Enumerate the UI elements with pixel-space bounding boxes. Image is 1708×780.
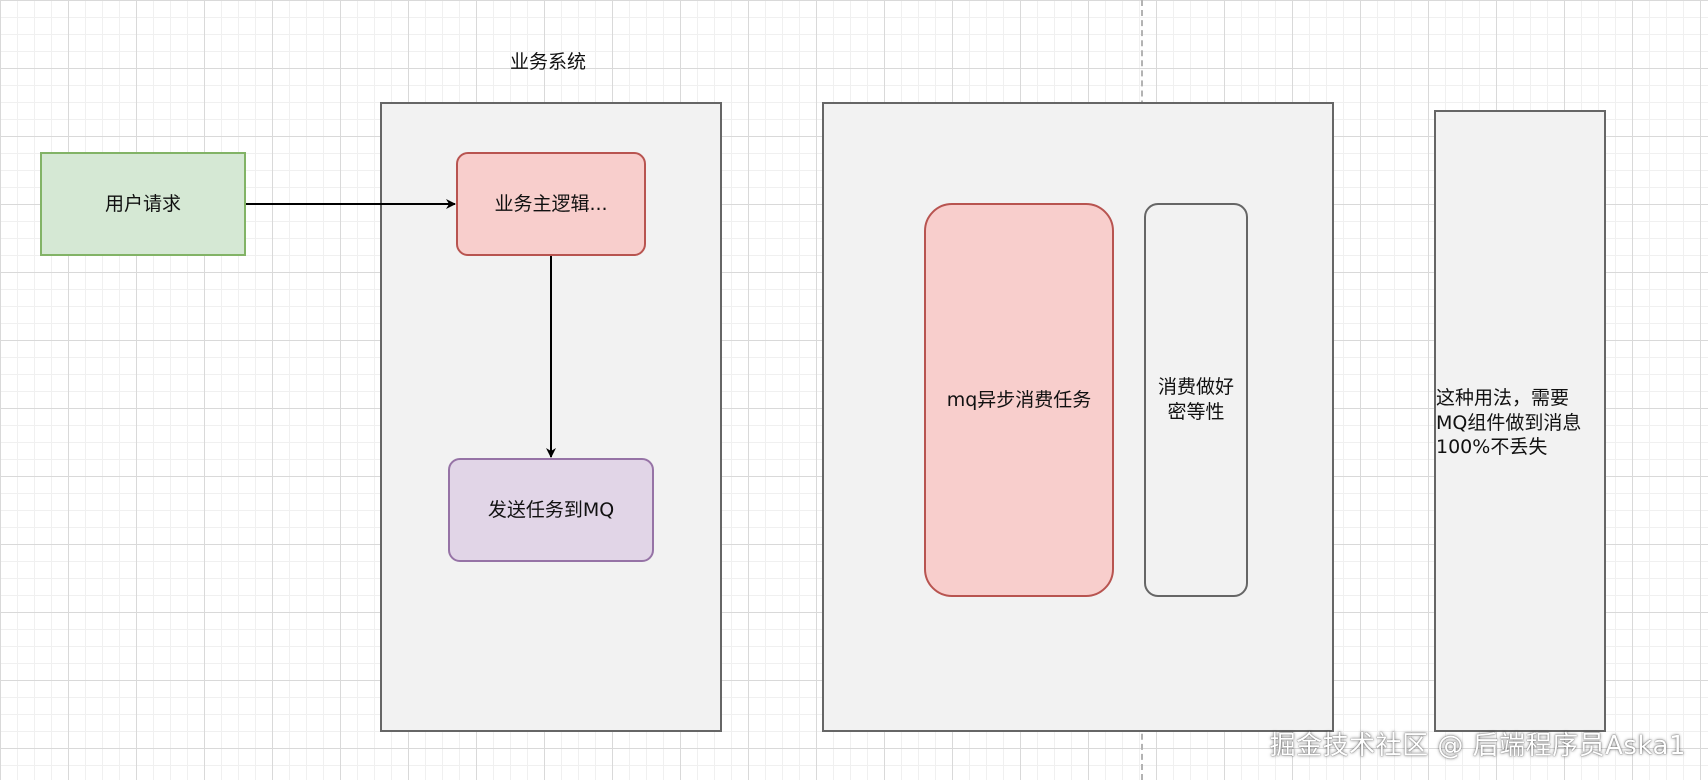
note-line-2: MQ组件做到消息 — [1436, 411, 1582, 434]
note-container[interactable] — [1434, 110, 1606, 732]
idempotent-label-line2: 密等性 — [1167, 401, 1225, 423]
note-text: 这种用法，需要 MQ组件做到消息 100%不丢失 — [1436, 386, 1604, 460]
user-request-label: 用户请求 — [104, 192, 181, 215]
main-logic-label: 业务主逻辑... — [494, 192, 608, 215]
idempotent-node[interactable]: 消费做好 密等性 — [1144, 203, 1248, 597]
send-to-mq-node[interactable]: 发送任务到MQ — [448, 458, 654, 562]
main-logic-node[interactable]: 业务主逻辑... — [456, 152, 646, 256]
idempotent-label-line1: 消费做好 — [1157, 376, 1234, 399]
user-request-node[interactable]: 用户请求 — [40, 152, 246, 256]
note-line-1: 这种用法，需要 — [1436, 387, 1570, 409]
send-to-mq-label: 发送任务到MQ — [487, 498, 615, 521]
watermark-text: 掘金技术社区 @ 后端程序员Aska1 — [1269, 731, 1686, 761]
note-line-3: 100%不丢失 — [1436, 436, 1548, 459]
business-system-title: 业务系统 — [510, 51, 587, 73]
mq-async-consume-node[interactable]: mq异步消费任务 — [924, 203, 1114, 597]
mq-async-consume-label: mq异步消费任务 — [946, 388, 1092, 411]
